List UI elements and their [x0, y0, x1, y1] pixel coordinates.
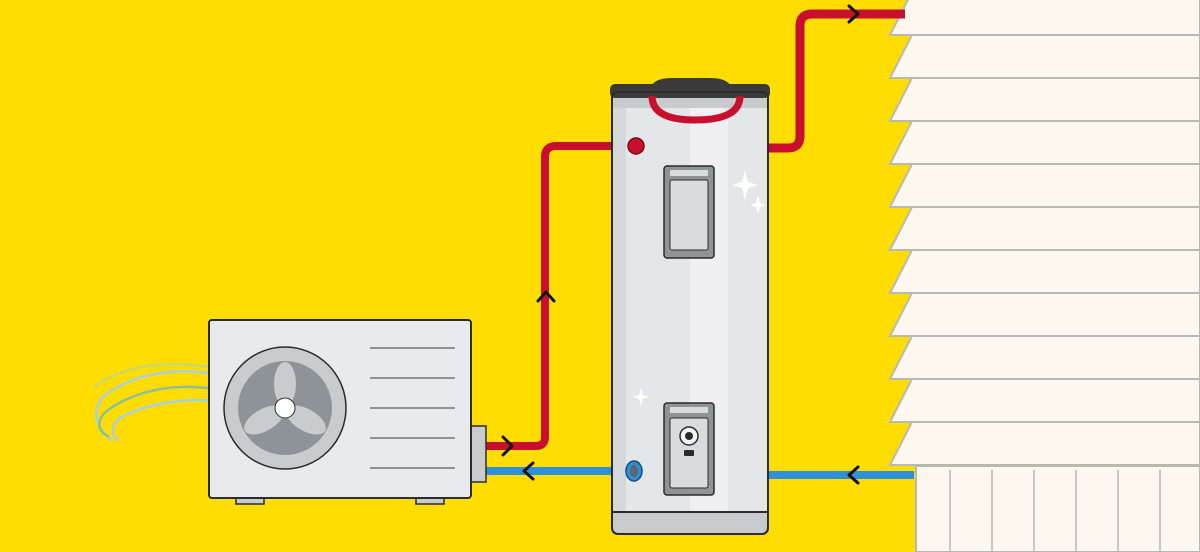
- flow-arrow-cold-to-pump: [522, 461, 535, 481]
- flow-arrow-hot-into-pipe: [501, 435, 514, 457]
- siding-board: [888, 378, 1200, 423]
- siding-board: [888, 0, 1200, 36]
- sparkle-icon: [633, 170, 766, 406]
- flow-arrow-hot-to-house: [847, 4, 860, 24]
- siding-board: [888, 292, 1200, 337]
- siding-board: [888, 249, 1200, 294]
- hot-water-inlet-port: [627, 137, 645, 155]
- lower-access-panel: [663, 402, 715, 496]
- heat-pump-vents: [370, 347, 455, 469]
- house-siding-icon: [888, 0, 1200, 466]
- siding-board: [888, 77, 1200, 122]
- hot-water-pipe-to-house: [768, 9, 905, 153]
- flow-arrow-hot-up: [536, 290, 556, 303]
- siding-board: [888, 206, 1200, 251]
- heat-exchanger-loop: [648, 95, 744, 124]
- fan-icon: [223, 346, 347, 470]
- tank-shadow: [612, 92, 626, 534]
- house-foundation-wall: [915, 465, 1200, 552]
- upper-access-panel: [663, 165, 715, 259]
- heat-pump-outdoor-unit-icon: [208, 319, 487, 505]
- pipes: [482, 9, 914, 479]
- house: [888, 0, 1200, 552]
- siding-board: [888, 120, 1200, 165]
- tank-bottom-band: [612, 512, 768, 534]
- flow-arrows: [501, 4, 860, 485]
- siding-board: [888, 163, 1200, 208]
- hot-water-tank-icon: [610, 78, 770, 535]
- water-tank: [610, 78, 770, 535]
- siding-board: [888, 335, 1200, 380]
- flow-arrow-cold-from-house: [847, 465, 860, 485]
- siding-board: [888, 421, 1200, 466]
- heat-pump: [93, 319, 487, 505]
- tank-top-band: [612, 98, 768, 108]
- hot-water-pipe-from-heat-pump: [482, 142, 634, 450]
- siding-board: [888, 34, 1200, 79]
